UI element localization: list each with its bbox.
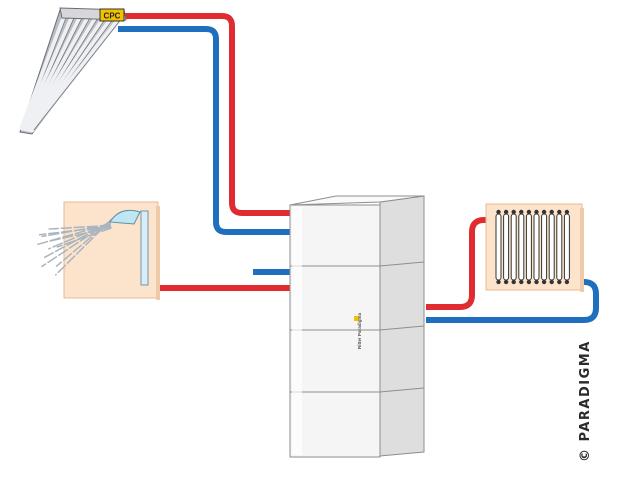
shower-icon xyxy=(35,201,160,300)
radiator-fin-cap xyxy=(503,279,509,285)
heating-flow-pipe xyxy=(426,217,494,310)
radiator-fin-cap xyxy=(557,209,562,215)
heating-unit: Ritter Paradigma xyxy=(289,195,425,458)
radiator-fin xyxy=(525,213,532,281)
radiator-fin xyxy=(556,213,563,281)
water-spray-line xyxy=(54,218,113,276)
radiator-fin-cap xyxy=(496,209,501,215)
radiator-fin xyxy=(510,213,517,281)
radiator-fin xyxy=(503,213,510,281)
radiator-fin-cap xyxy=(564,279,570,285)
radiator-fin xyxy=(518,213,525,281)
radiator-fin-cap xyxy=(549,209,554,215)
solar-collector-icon: CPC xyxy=(19,7,127,135)
radiator-fin-cap xyxy=(519,209,524,215)
radiator-fin xyxy=(533,213,540,281)
radiator-fin-cap xyxy=(526,279,532,285)
heating-return-pipe xyxy=(426,279,599,323)
water-spray-line xyxy=(55,219,112,267)
radiator-fin-cap xyxy=(541,209,547,215)
radiator-fin-cap xyxy=(503,209,509,215)
unit-brand-label: Ritter Paradigma xyxy=(357,313,362,350)
radiator-fin-cap xyxy=(549,279,554,285)
copyright-label: © PARADIGMA xyxy=(578,340,593,462)
radiator-fin-cap xyxy=(511,279,516,285)
radiator-fin-cap xyxy=(534,209,539,215)
radiator-fin xyxy=(548,213,555,281)
water-spray-line xyxy=(41,223,111,238)
radiator-fin-cap xyxy=(496,279,501,285)
unit-front xyxy=(289,204,381,458)
radiator-fin-cap xyxy=(557,279,562,285)
collector-flow-pipe xyxy=(118,13,296,216)
water-spray-line xyxy=(56,227,112,248)
pipes xyxy=(118,13,599,323)
water-spray-line xyxy=(35,222,111,246)
collector-tube-edge xyxy=(33,17,123,131)
water-spray-line xyxy=(48,221,111,250)
radiator-fin-cap xyxy=(511,209,516,215)
radiator-fin-cap xyxy=(541,279,547,285)
brand-logo-icon xyxy=(354,316,359,321)
radiator-fin xyxy=(541,213,548,281)
collector-badge-icon xyxy=(99,8,125,22)
collector-return-pipe xyxy=(118,26,296,235)
collector-tube xyxy=(29,15,123,133)
radiator-fin-cap xyxy=(519,279,524,285)
radiator-fin xyxy=(563,213,570,281)
radiator-fin xyxy=(495,213,502,281)
collector-badge-label: CPC xyxy=(104,12,121,21)
water-spray-line xyxy=(41,220,112,268)
radiator-fin-cap xyxy=(534,279,539,285)
radiator-fin-cap xyxy=(564,209,570,215)
radiator-icon xyxy=(485,203,584,292)
radiator-fin-cap xyxy=(526,209,532,215)
